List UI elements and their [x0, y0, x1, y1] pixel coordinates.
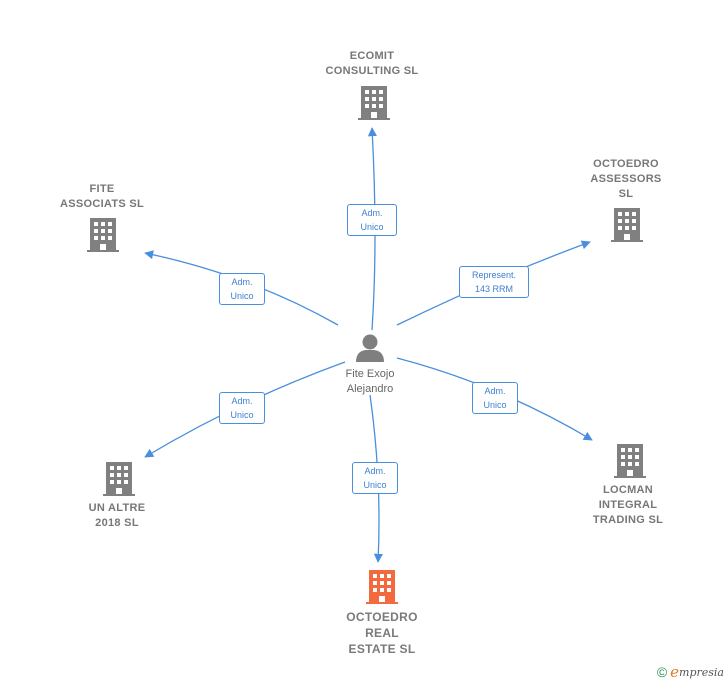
building-icon[interactable]: [366, 570, 398, 604]
node-label-locman[interactable]: LOCMAN INTEGRAL TRADING SL: [592, 484, 664, 526]
brand-logo-mark: e: [670, 663, 680, 681]
building-icon[interactable]: [611, 208, 643, 242]
building-icon[interactable]: [103, 462, 135, 496]
copyright-icon: ©: [656, 664, 668, 680]
edge-label-locman: Adm. Unico: [472, 382, 518, 414]
building-icon[interactable]: [358, 86, 390, 120]
building-icon[interactable]: [87, 218, 119, 252]
node-label-fite-associats[interactable]: FITE ASSOCIATS SL: [59, 183, 145, 210]
node-label-ecomit[interactable]: ECOMIT CONSULTING SL: [325, 50, 419, 77]
node-label-octoedro-real[interactable]: OCTOEDRO REAL ESTATE SL: [346, 610, 418, 656]
person-label[interactable]: Fite Exojo Alejandro: [345, 368, 395, 395]
node-label-octoedro-assessors[interactable]: OCTOEDRO ASSESSORS SL: [590, 158, 662, 200]
edge-label-fite-associats: Adm. Unico: [219, 273, 265, 305]
edge-label-ecomit: Adm. Unico: [347, 204, 397, 236]
node-label-un-altre[interactable]: UN ALTRE 2018 SL: [88, 502, 146, 529]
edge-label-un-altre: Adm. Unico: [219, 392, 265, 424]
edge-label-octoedro-assessors: Represent. 143 RRM: [459, 266, 529, 298]
person-icon: [356, 334, 384, 362]
edge-label-octoedro-real: Adm. Unico: [352, 462, 398, 494]
building-icon[interactable]: [614, 444, 646, 478]
brand-name: mpresia: [679, 665, 724, 679]
